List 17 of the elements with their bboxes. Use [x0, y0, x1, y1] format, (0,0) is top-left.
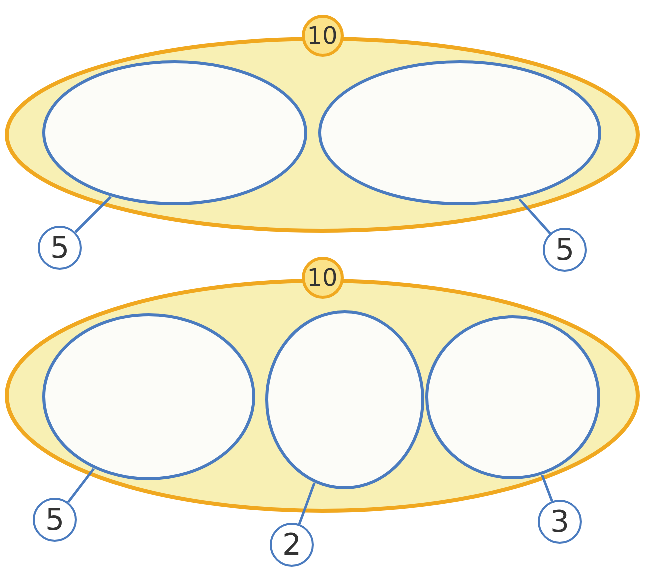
number-circle: 5 — [33, 498, 77, 542]
number-circle: 5 — [38, 226, 82, 270]
leader-line — [67, 468, 95, 504]
number-circle: 5 — [543, 228, 587, 272]
number-circle: 3 — [538, 500, 582, 544]
empty-oval — [42, 60, 308, 206]
group-oval — [4, 14, 641, 234]
leader-line — [74, 196, 112, 234]
number-badge: 10 — [302, 15, 344, 57]
empty-oval — [265, 310, 425, 490]
leader-line — [298, 482, 316, 525]
leader-line — [541, 474, 554, 502]
empty-oval — [42, 313, 256, 481]
number-circle: 2 — [270, 523, 314, 567]
empty-oval — [425, 315, 601, 480]
empty-oval — [318, 60, 602, 206]
number-badge: 10 — [302, 257, 344, 299]
